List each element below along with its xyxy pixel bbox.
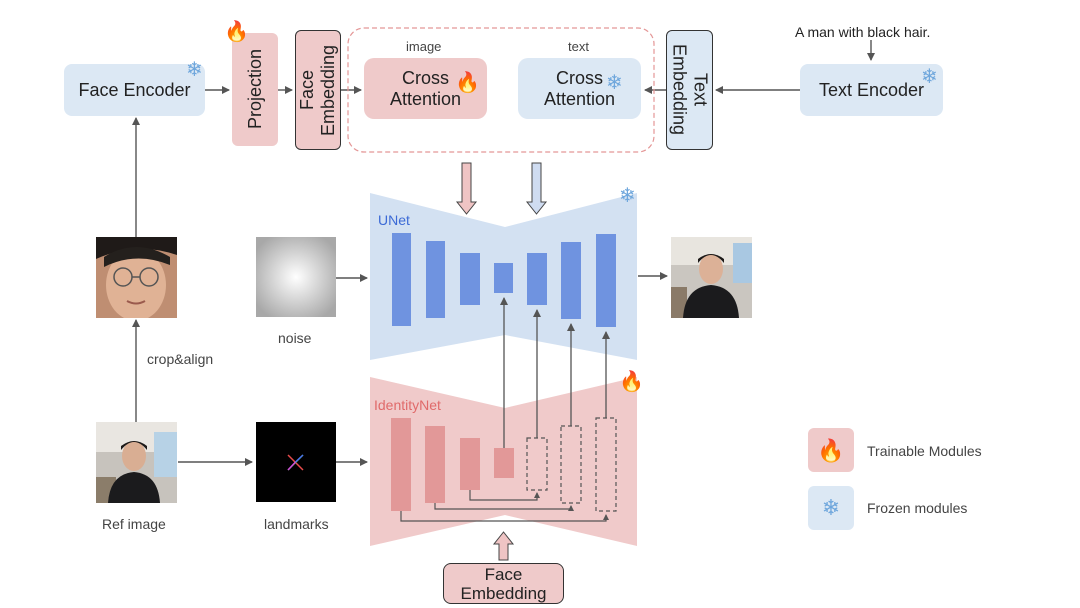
legend-fire-icon: 🔥: [817, 437, 845, 463]
identitynet-bar-3: [460, 438, 480, 490]
legend-frozen-label: Frozen modules: [867, 500, 968, 516]
cross-attention-fire-icon: 🔥: [455, 72, 480, 94]
cross-attention-image-block: Cross Attention: [364, 58, 487, 119]
text-embedding-label: Text Embedding: [669, 44, 711, 136]
text-embedding-block: Text Embedding: [666, 30, 713, 150]
cross-attention-text-label: Cross Attention: [543, 67, 616, 109]
projection-fire-icon: 🔥: [224, 21, 249, 43]
identitynet-bars: [391, 418, 514, 511]
text-prompt: A man with black hair.: [795, 24, 931, 40]
ref-image: [96, 422, 177, 503]
landmarks-label: landmarks: [264, 516, 329, 532]
legend-snowflake-icon: ❄: [821, 495, 841, 520]
projection-block: Projection: [232, 33, 278, 146]
crop-align-label: crop&align: [147, 351, 214, 367]
noise-image: [256, 237, 336, 317]
unet-bar-7: [596, 234, 616, 327]
legend-frozen-swatch: ❄: [808, 486, 854, 530]
output-image: [671, 237, 752, 318]
text-encoder-label: Text Encoder: [818, 79, 925, 100]
image-feature-arrow: [455, 162, 478, 215]
text-encoder-snowflake-icon: ❄: [921, 66, 938, 88]
cross-attention-snowflake-icon: ❄: [606, 72, 623, 94]
unet-bar-4: [494, 263, 513, 293]
face-embedding-bottom-block: Face Embedding: [443, 563, 564, 604]
unet-bars: [392, 233, 616, 327]
noise-label: noise: [278, 330, 312, 346]
unet-bar-6: [561, 242, 581, 319]
face-encoder-snowflake-icon: ❄: [186, 59, 203, 81]
cross-attention-image-label: Cross Attention: [389, 67, 462, 109]
identitynet-fire-icon: 🔥: [619, 371, 644, 393]
face-encoder-label: Face Encoder: [78, 79, 191, 100]
unet-bar-1: [392, 233, 411, 326]
face-embedding-up-arrow: [492, 531, 515, 561]
residual-arrows: [500, 297, 610, 448]
text-encoder-block: Text Encoder: [800, 64, 943, 116]
unet-bar-3: [460, 253, 480, 305]
face-embedding-bottom-label: Face Embedding: [460, 564, 547, 603]
identitynet-bar-4: [494, 448, 514, 478]
identitynet-bar-1: [391, 418, 411, 511]
unet-bar-2: [426, 241, 445, 318]
cross-attention-text-block: Cross Attention: [518, 58, 641, 119]
identitynet-bar-2: [425, 426, 445, 503]
identitynet-skip-lines: [400, 490, 609, 522]
face-encoder-block: Face Encoder: [64, 64, 205, 116]
text-feature-arrow: [525, 162, 548, 215]
projection-label: Projection: [244, 49, 265, 130]
text-label: text: [568, 39, 589, 54]
identitynet-label: IdentityNet: [374, 397, 441, 413]
flow-arrows: [132, 40, 875, 466]
unet-bar-5: [527, 253, 547, 305]
face-embedding-top-block: Face Embedding: [295, 30, 341, 150]
ref-image-label: Ref image: [102, 516, 166, 532]
unet-label: UNet: [378, 212, 410, 228]
image-label: image: [406, 39, 442, 54]
legend-trainable-swatch: 🔥: [808, 428, 854, 472]
cropped-face-image: [96, 237, 177, 318]
landmarks-keypoints: [287, 454, 304, 471]
cross-attention-group: [347, 27, 655, 153]
legend-trainable-label: Trainable Modules: [867, 443, 982, 459]
face-embedding-top-label: Face Embedding: [297, 44, 338, 136]
unet-snowflake-icon: ❄: [619, 185, 636, 207]
